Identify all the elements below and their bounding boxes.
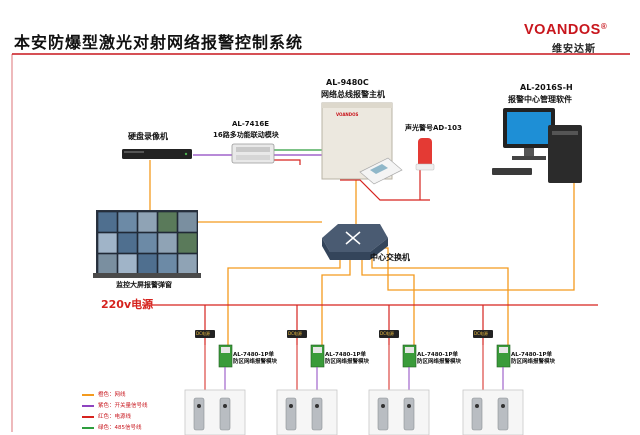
zone-module-model: AL-7480-1P单 bbox=[511, 352, 552, 358]
host-model-label: AL-9480C bbox=[326, 78, 369, 87]
software-name-label: 报警中心管理软件 bbox=[508, 95, 572, 104]
module7416-name-label: 16路多功能联动模块 bbox=[213, 131, 279, 139]
module7416-model-label: AL-7416E bbox=[232, 120, 270, 128]
video-wall-tile bbox=[117, 253, 138, 275]
detector-lens bbox=[315, 404, 319, 408]
legend-swatch bbox=[82, 405, 94, 407]
video-wall-tile bbox=[137, 253, 158, 275]
zone-module-name: 防区网络报警模块 bbox=[417, 358, 462, 365]
dvr-label: 硬盘录像机 bbox=[128, 132, 168, 141]
zone-module-model: AL-7480-1P单 bbox=[233, 352, 274, 358]
dvr-device bbox=[122, 149, 192, 159]
video-wall-tile bbox=[97, 211, 118, 233]
video-wall-tile bbox=[157, 211, 178, 233]
video-wall-tile bbox=[117, 232, 138, 254]
brand-name: VOANDOS bbox=[524, 22, 601, 38]
detector-lens bbox=[475, 404, 479, 408]
page-title: 本安防爆型激光对射网络报警控制系统 bbox=[14, 33, 304, 52]
dc-power-box bbox=[473, 330, 493, 338]
zone-module-name: 防区网络报警模块 bbox=[325, 358, 370, 365]
core-switch-device bbox=[322, 224, 388, 260]
video-wall bbox=[93, 210, 201, 278]
dc-power-label: DC电源 bbox=[474, 331, 488, 336]
svg-text:VOANDOS: VOANDOS bbox=[336, 112, 358, 117]
legend-swatch bbox=[82, 416, 94, 418]
video-wall-tile bbox=[157, 232, 178, 254]
software-model-label: AL-2016S-H bbox=[520, 83, 573, 92]
computer-device bbox=[492, 108, 582, 183]
detector-lens bbox=[501, 404, 505, 408]
dc-power-box bbox=[195, 330, 215, 338]
legend-item: 红色：电源线 bbox=[82, 412, 202, 423]
keypad-device bbox=[359, 157, 403, 185]
legend-label: 橙色：网线 bbox=[98, 392, 126, 398]
zone-module-chip bbox=[499, 347, 508, 353]
legend-label: 绿色：485信号线 bbox=[98, 425, 142, 431]
module-7416e-device bbox=[231, 143, 275, 164]
dc-power-label: DC电源 bbox=[288, 331, 302, 336]
legend-item: 绿色：485信号线 bbox=[82, 423, 202, 434]
videowall-label: 监控大屏报警弹窗 bbox=[116, 281, 172, 289]
siren-label: 声光警号AD-103 bbox=[405, 124, 462, 132]
legend-label: 紫色：开关量信号线 bbox=[98, 403, 148, 409]
video-wall-tile bbox=[177, 211, 198, 233]
video-wall-tile bbox=[137, 211, 158, 233]
video-wall-tile bbox=[177, 253, 198, 275]
siren-device bbox=[415, 138, 435, 171]
zone-module-label: AL-7480-1P单防区网络报警模块 bbox=[233, 352, 277, 365]
zone-module-model: AL-7480-1P单 bbox=[325, 352, 366, 358]
legend-item: 紫色：开关量信号线 bbox=[82, 401, 202, 412]
zone-module-name: 防区网络报警模块 bbox=[511, 358, 556, 365]
zone-module-model: AL-7480-1P单 bbox=[417, 352, 458, 358]
legend-swatch bbox=[82, 394, 94, 396]
laser-beam-detector bbox=[193, 397, 205, 431]
video-wall-tile bbox=[97, 253, 118, 275]
video-wall-tile bbox=[117, 211, 138, 233]
zone-module-chip bbox=[405, 347, 414, 353]
video-wall-tile bbox=[97, 232, 118, 254]
detector-lens bbox=[197, 404, 201, 408]
brand-logo: VOANDOS® bbox=[524, 22, 607, 38]
dc-power-box bbox=[379, 330, 399, 338]
legend-swatch bbox=[82, 427, 94, 429]
brand-subtitle: 维安达斯 bbox=[552, 44, 596, 55]
laser-beam-detector bbox=[403, 397, 415, 431]
host-name-label: 网络总线报警主机 bbox=[321, 90, 385, 99]
laser-beam-detector bbox=[377, 397, 389, 431]
zone-module-name: 防区网络报警模块 bbox=[233, 358, 278, 365]
zone-module-chip bbox=[221, 347, 230, 353]
laser-beam-detector bbox=[497, 397, 509, 431]
laser-beam-detector bbox=[471, 397, 483, 431]
brand-registered-mark: ® bbox=[600, 22, 608, 31]
dc-power-box bbox=[287, 330, 307, 338]
zone-module-label: AL-7480-1P单防区网络报警模块 bbox=[417, 352, 461, 365]
legend-item: 橙色：网线 bbox=[82, 390, 202, 401]
legend-label: 红色：电源线 bbox=[98, 414, 132, 420]
detector-lens bbox=[407, 404, 411, 408]
detector-lens bbox=[289, 404, 293, 408]
power-cables bbox=[142, 159, 598, 345]
switch-label: 中心交换机 bbox=[370, 253, 410, 262]
zone-module-label: AL-7480-1P单防区网络报警模块 bbox=[511, 352, 555, 365]
zone-module-label: AL-7480-1P单防区网络报警模块 bbox=[325, 352, 369, 365]
video-wall-tile bbox=[157, 253, 178, 275]
laser-beam-detector bbox=[311, 397, 323, 431]
detector-lens bbox=[223, 404, 227, 408]
power-220v-label: 220v电源 bbox=[101, 298, 154, 311]
laser-beam-detector bbox=[285, 397, 297, 431]
video-wall-tile bbox=[177, 232, 198, 254]
dc-power-label: DC电源 bbox=[380, 331, 394, 336]
dc-power-label: DC电源 bbox=[196, 331, 210, 336]
detector-lens bbox=[381, 404, 385, 408]
laser-beam-detector bbox=[219, 397, 231, 431]
video-wall-tile bbox=[137, 232, 158, 254]
zone-module-chip bbox=[313, 347, 322, 353]
